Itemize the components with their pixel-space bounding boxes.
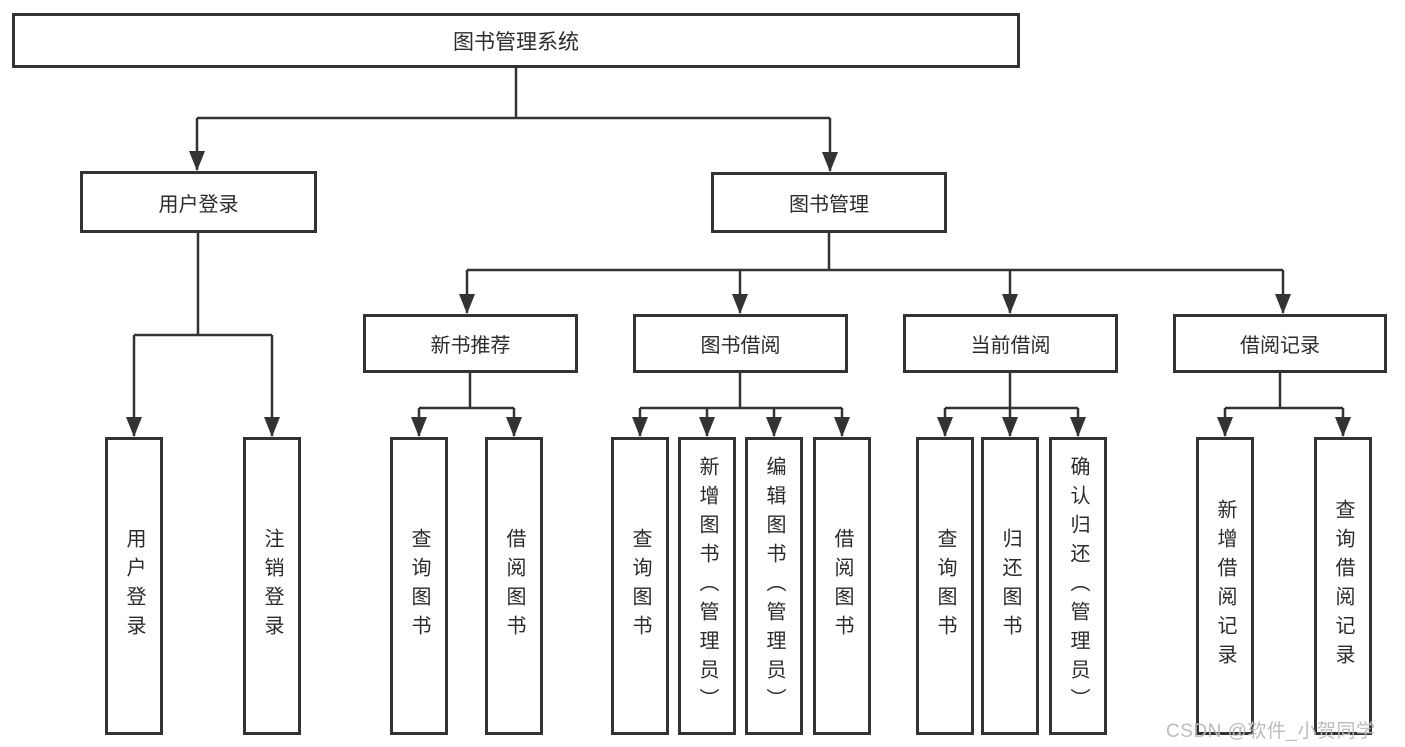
leaf-bb-borrow-books: 借阅图书 [813, 437, 871, 735]
leaf-br-add-record: 新增借阅记录 [1196, 437, 1254, 735]
csdn-watermark: CSDN @软件_小贺同学 [1166, 721, 1376, 742]
leaf-cb-query-books: 查询图书 [916, 437, 974, 735]
node-library-system-root: 图书管理系统 [12, 13, 1020, 68]
connector-trunks [134, 68, 1343, 410]
leaf-bb-edit-books-admin: 编辑图书（管理员） [745, 437, 803, 735]
leaf-logout: 注销登录 [243, 437, 301, 735]
leaf-user-login: 用户登录 [105, 437, 163, 735]
leaf-rec-borrow-books: 借阅图书 [485, 437, 543, 735]
leaf-bb-query-books: 查询图书 [611, 437, 669, 735]
leaf-cb-return-books: 归还图书 [981, 437, 1039, 735]
leaf-cb-confirm-return-admin: 确认归还（管理员） [1049, 437, 1107, 735]
node-book-management-branch: 图书管理 [711, 172, 947, 233]
node-user-login-branch: 用户登录 [80, 171, 317, 233]
node-current-borrowing: 当前借阅 [903, 314, 1118, 373]
leaf-br-query-record: 查询借阅记录 [1314, 437, 1372, 735]
node-book-borrowing: 图书借阅 [633, 314, 848, 373]
leaf-rec-query-books: 查询图书 [390, 437, 448, 735]
leaf-bb-add-books-admin: 新增图书（管理员） [678, 437, 736, 735]
node-borrowing-records: 借阅记录 [1173, 314, 1387, 373]
node-new-book-recommend: 新书推荐 [363, 314, 578, 373]
